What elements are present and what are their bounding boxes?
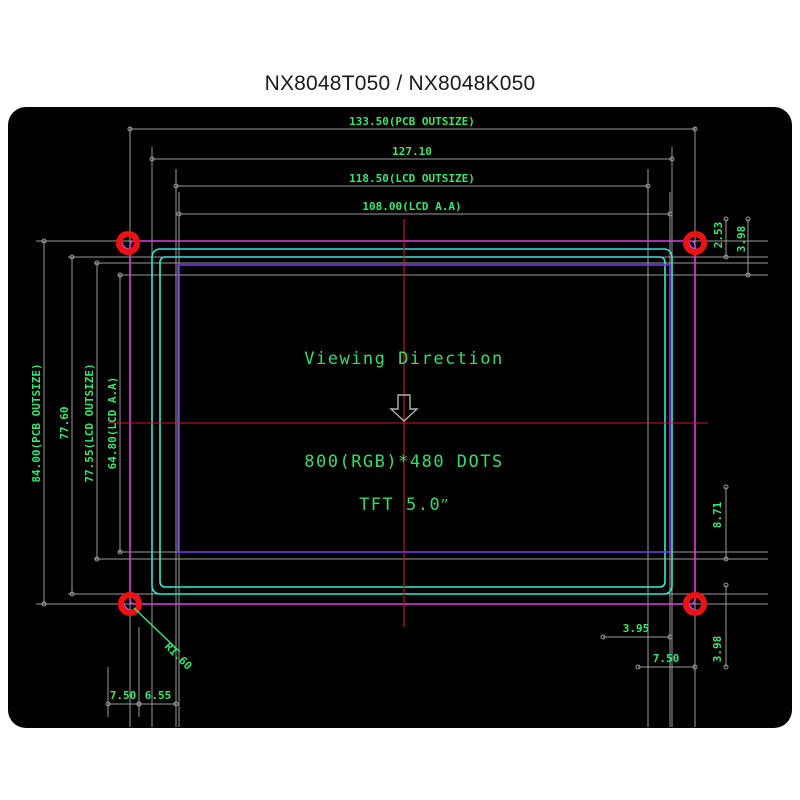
- dim-top-0: 133.50(PCB OUTSIZE): [349, 115, 475, 128]
- dim-top-2: 118.50(LCD OUTSIZE): [349, 172, 475, 185]
- technical-drawing-svg: 133.50(PCB OUTSIZE) 127.10 118.50(LCD OU…: [30, 115, 768, 727]
- dim-left-0: 84.00(PCB OUTSIZE): [30, 363, 43, 482]
- dim-bottom-0: 7.50: [110, 689, 137, 702]
- dim-right-1: 3.98: [735, 226, 748, 253]
- dim-top-3: 108.00(LCD A.A): [362, 200, 461, 213]
- viewing-direction-label: Viewing Direction: [304, 349, 504, 369]
- cad-canvas: 133.50(PCB OUTSIZE) 127.10 118.50(LCD OU…: [8, 107, 792, 728]
- dim-left-2: 77.55(LCD OUTSIZE): [83, 363, 96, 482]
- dim-right-2: 8.71: [711, 501, 724, 528]
- mounting-hole-tr: [683, 231, 707, 255]
- bottom-dimension-lines: [105, 627, 698, 717]
- dim-bottom-3: 7.50: [653, 652, 680, 665]
- dim-left-1: 77.60: [58, 406, 71, 439]
- active-area-outline: [177, 264, 671, 553]
- dim-right-0: 2.53: [712, 222, 725, 249]
- top-dimension-lines: [127, 126, 698, 217]
- lcd-outline-outer: [151, 248, 673, 595]
- dim-right-3: 3.98: [711, 636, 724, 663]
- lcd-outline-inner: [159, 256, 666, 588]
- mounting-hole-br: [683, 592, 707, 616]
- right-dimension-lines: [708, 216, 768, 670]
- mounting-holes: [116, 231, 707, 616]
- radius-callout: R1.60: [133, 607, 195, 673]
- page-title: NX8048T050 / NX8048K050: [264, 72, 536, 95]
- dim-top-1: 127.10: [392, 145, 432, 158]
- resolution-label: 800(RGB)*480 DOTS: [304, 452, 504, 472]
- centerlines: [108, 219, 708, 627]
- dim-bottom-2: 3.95: [623, 622, 650, 635]
- left-dimension-lines: [41, 238, 123, 607]
- mounting-hole-tl: [116, 231, 140, 255]
- viewing-direction-arrow: [389, 394, 419, 422]
- dim-bottom-1: 6.55: [145, 689, 172, 702]
- mounting-hole-bl: [118, 592, 142, 616]
- panel-type-label: TFT 5.0ʺ: [359, 495, 449, 515]
- dim-radius: R1.60: [162, 640, 195, 673]
